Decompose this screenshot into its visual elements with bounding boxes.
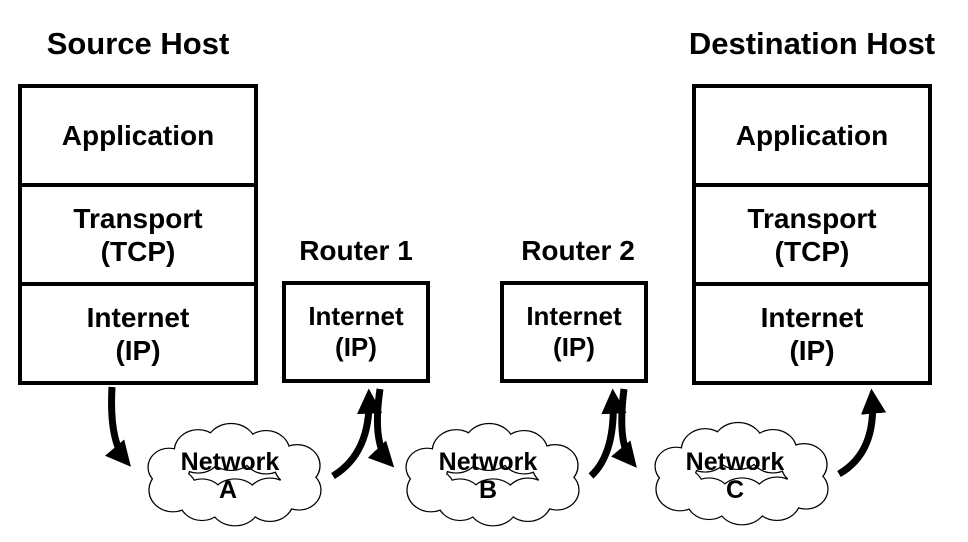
network-b-label-line1: Network: [439, 448, 538, 476]
router1-internet-layer: Internet (IP): [282, 281, 430, 383]
layer-label: (IP): [335, 332, 377, 362]
layer-label: (TCP): [774, 235, 850, 267]
layer-label: (IP): [553, 332, 595, 362]
destination-internet-layer: Internet (IP): [696, 282, 928, 381]
router2-title: Router 2: [521, 235, 635, 266]
network-c-label-line1: Network: [686, 448, 785, 476]
network-a-label-line2: A: [219, 476, 237, 504]
destination-host-stack: Application Transport (TCP) Internet (IP…: [692, 84, 932, 385]
arrow-network-b-to-router2: [588, 388, 627, 479]
router2-internet-layer: Internet (IP): [500, 281, 648, 383]
network-c-label-line2: C: [726, 476, 744, 504]
destination-application-layer: Application: [696, 88, 928, 183]
layer-label: Transport: [747, 202, 877, 234]
layer-label: Internet: [760, 301, 864, 333]
layer-label: Internet: [526, 301, 622, 331]
source-application-layer: Application: [22, 88, 254, 183]
layer-label: Transport: [73, 202, 203, 234]
layer-label: Internet: [86, 301, 190, 333]
layer-label: Application: [735, 120, 889, 151]
layer-label: (IP): [115, 334, 161, 366]
layer-label: (TCP): [100, 235, 176, 267]
destination-transport-layer: Transport (TCP): [696, 183, 928, 282]
arrow-router1-to-network-b: [367, 388, 395, 468]
destination-host-title: Destination Host: [688, 26, 936, 61]
layer-label: Application: [61, 120, 215, 151]
router1-title: Router 1: [299, 235, 413, 266]
arrow-source-to-network-a: [104, 386, 131, 467]
network-a-label-line1: Network: [181, 448, 280, 476]
layer-label: Internet: [308, 301, 404, 331]
source-internet-layer: Internet (IP): [22, 282, 254, 381]
source-host-title: Source Host: [46, 26, 230, 61]
arrow-router2-to-network-c: [611, 388, 637, 468]
arrow-network-a-to-router1: [331, 388, 383, 479]
source-transport-layer: Transport (TCP): [22, 183, 254, 282]
network-b-label-line2: B: [479, 476, 497, 504]
arrow-network-c-to-destination: [837, 388, 887, 478]
layer-label: (IP): [789, 334, 835, 366]
source-host-stack: Application Transport (TCP) Internet (IP…: [18, 84, 258, 385]
